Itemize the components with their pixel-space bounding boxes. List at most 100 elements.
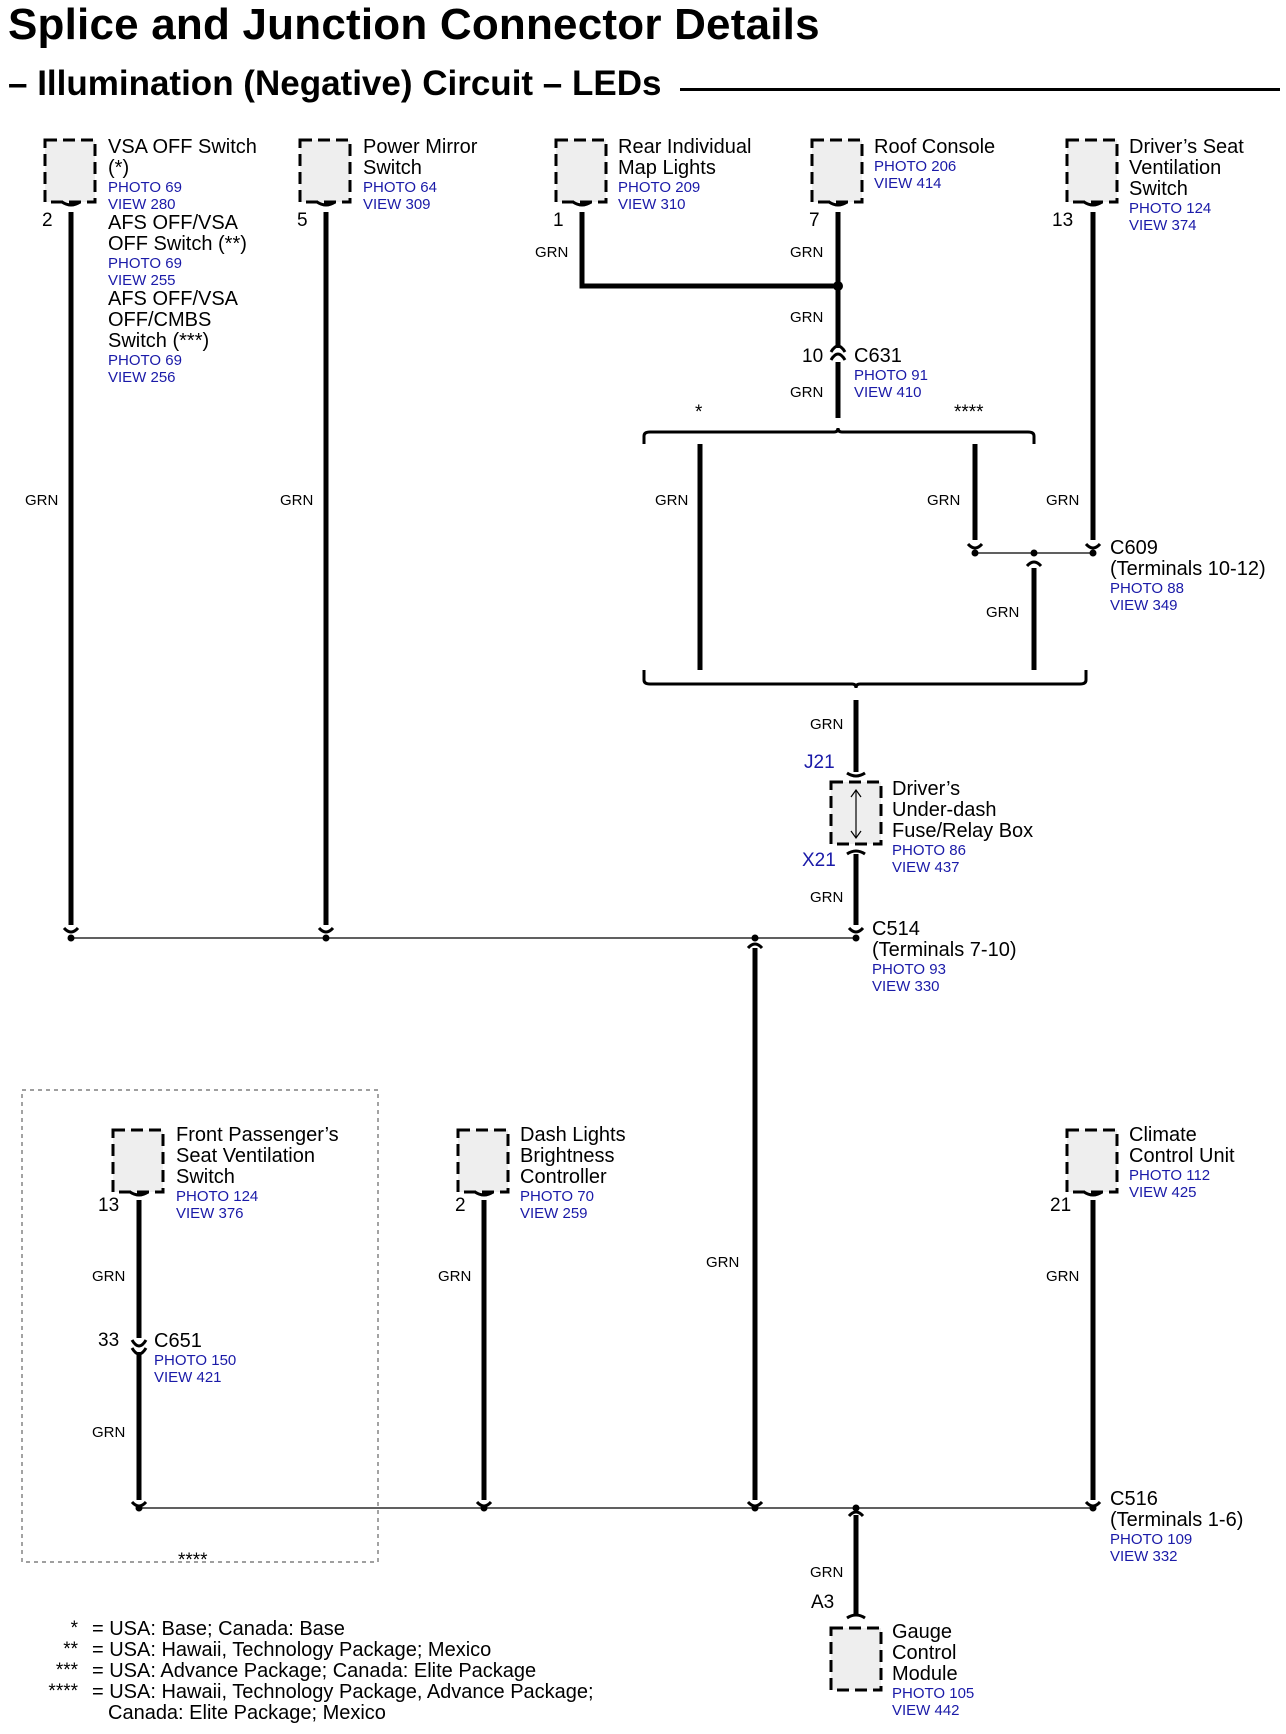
legend: * = USA: Base; Canada: Base ** = USA: Ha… bbox=[28, 1618, 594, 1724]
legend-symbol: * bbox=[70, 1618, 78, 1639]
option-star-four: **** bbox=[954, 402, 984, 423]
roof-pin: 7 bbox=[809, 210, 820, 231]
fuse-name-line3: Fuse/Relay Box bbox=[892, 820, 1034, 842]
c651-label: C651 PHOTO 150 VIEW 421 bbox=[154, 1331, 237, 1387]
fuse-pin-bottom: X21 bbox=[802, 850, 836, 871]
roof-console-label: Roof Console PHOTO 206 VIEW 414 bbox=[874, 136, 996, 193]
legend-text: = USA: Hawaii, Technology Package, Advan… bbox=[92, 1681, 594, 1703]
c609-view-link[interactable]: VIEW 349 bbox=[1110, 597, 1178, 614]
roof-view-link[interactable]: VIEW 414 bbox=[874, 175, 942, 192]
rear-map-label: Rear Individual Map Lights PHOTO 209 VIE… bbox=[618, 137, 751, 214]
vsa-switch-label: VSA OFF Switch (*) PHOTO 69 VIEW 280 AFS… bbox=[108, 137, 257, 387]
mirror-photo-link[interactable]: PHOTO 64 bbox=[363, 179, 437, 196]
c651-pin: 33 bbox=[98, 1330, 120, 1351]
wire-label-base-branch: GRN bbox=[655, 492, 689, 509]
c514-photo-link[interactable]: PHOTO 93 bbox=[872, 961, 946, 978]
mirror-view-link[interactable]: VIEW 309 bbox=[363, 196, 431, 213]
legend-row: Canada: Elite Package; Mexico bbox=[28, 1702, 594, 1724]
c516-view-link[interactable]: VIEW 332 bbox=[1110, 1548, 1178, 1565]
pseat-name-line1: Front Passenger’s bbox=[176, 1124, 339, 1146]
pseat-pin: 13 bbox=[98, 1195, 120, 1216]
c516-name: C516 bbox=[1110, 1488, 1158, 1510]
vsa-alt1-photo-link[interactable]: PHOTO 69 bbox=[108, 255, 182, 272]
vsa-alt1-view-link[interactable]: VIEW 255 bbox=[108, 272, 176, 289]
fuse-photo-link[interactable]: PHOTO 86 bbox=[892, 842, 966, 859]
wire-label-pseat: GRN bbox=[92, 1268, 126, 1285]
gauge-pin: A3 bbox=[811, 1592, 835, 1613]
climate-view-link[interactable]: VIEW 425 bbox=[1129, 1184, 1197, 1201]
gauge-name-line1: Gauge bbox=[892, 1621, 953, 1643]
pseat-photo-link[interactable]: PHOTO 124 bbox=[176, 1188, 259, 1205]
pseat-name-line2: Seat Ventilation bbox=[176, 1145, 315, 1167]
passenger-seat-vent-label: Front Passenger’s Seat Ventilation Switc… bbox=[176, 1124, 339, 1223]
fuse-pin-top: J21 bbox=[804, 752, 835, 773]
wire-label-c651-out: GRN bbox=[92, 1424, 126, 1441]
vsa-view-link[interactable]: VIEW 280 bbox=[108, 196, 176, 213]
climate-photo-link[interactable]: PHOTO 112 bbox=[1129, 1167, 1211, 1184]
vsa-alt2-line3: Switch (***) bbox=[108, 330, 210, 352]
vsa-alt2-photo-link[interactable]: PHOTO 69 bbox=[108, 352, 182, 369]
rear-map-box bbox=[554, 138, 608, 204]
dash-pin: 2 bbox=[455, 1195, 466, 1216]
rearmap-photo-link[interactable]: PHOTO 209 bbox=[618, 179, 701, 196]
option-star-base: * bbox=[695, 402, 703, 423]
legend-symbol bbox=[28, 1702, 78, 1723]
climate-pin: 21 bbox=[1050, 1195, 1072, 1216]
wire-label-c609-out: GRN bbox=[986, 604, 1020, 621]
wire-label-dash: GRN bbox=[438, 1268, 472, 1285]
c516-photo-link[interactable]: PHOTO 109 bbox=[1110, 1531, 1193, 1548]
legend-text: = USA: Hawaii, Technology Package; Mexic… bbox=[92, 1639, 492, 1661]
dseat-name-line1: Driver’s Seat bbox=[1129, 136, 1244, 158]
c609-terminals: (Terminals 10-12) bbox=[1110, 558, 1266, 580]
c609-photo-link[interactable]: PHOTO 88 bbox=[1110, 580, 1184, 597]
vsa-photo-link[interactable]: PHOTO 69 bbox=[108, 179, 182, 196]
legend-row: * = USA: Base; Canada: Base bbox=[28, 1618, 594, 1640]
pseat-name-line3: Switch bbox=[176, 1166, 235, 1188]
pseat-view-link[interactable]: VIEW 376 bbox=[176, 1205, 244, 1222]
c631-view-link[interactable]: VIEW 410 bbox=[854, 384, 922, 401]
fuse-name-line1: Driver’s bbox=[892, 778, 961, 800]
gauge-photo-link[interactable]: PHOTO 105 bbox=[892, 1685, 975, 1702]
roof-photo-link[interactable]: PHOTO 206 bbox=[874, 158, 957, 175]
vsa-name-line2: (*) bbox=[108, 157, 130, 179]
dseat-view-link[interactable]: VIEW 374 bbox=[1129, 217, 1197, 234]
c514-name: C514 bbox=[872, 918, 920, 940]
wire-label-trunk: GRN bbox=[706, 1254, 740, 1271]
c514-terminals: (Terminals 7-10) bbox=[872, 939, 1017, 961]
option-box-note: **** bbox=[178, 1550, 208, 1571]
power-mirror-label: Power Mirror Switch PHOTO 64 VIEW 309 bbox=[363, 137, 477, 214]
dash-brightness-label: Dash Lights Brightness Controller PHOTO … bbox=[520, 1125, 626, 1223]
legend-row: *** = USA: Advance Package; Canada: Elit… bbox=[28, 1660, 594, 1682]
roof-name-line1: Roof Console bbox=[874, 136, 996, 158]
driver-seat-vent-box bbox=[1065, 138, 1119, 204]
option-dotted-box bbox=[21, 1089, 379, 1563]
wire-label-four-star-branch: GRN bbox=[927, 492, 961, 509]
c651-view-link[interactable]: VIEW 421 bbox=[154, 1369, 222, 1386]
legend-symbol: ** bbox=[63, 1639, 78, 1660]
dash-photo-link[interactable]: PHOTO 70 bbox=[520, 1188, 594, 1205]
dseat-photo-link[interactable]: PHOTO 124 bbox=[1129, 200, 1212, 217]
legend-text: = USA: Advance Package; Canada: Elite Pa… bbox=[92, 1660, 537, 1682]
vsa-alt1-line2: OFF Switch (**) bbox=[108, 233, 247, 255]
c651-photo-link[interactable]: PHOTO 150 bbox=[154, 1352, 237, 1369]
vsa-alt2-view-link[interactable]: VIEW 256 bbox=[108, 369, 176, 386]
rearmap-view-link[interactable]: VIEW 310 bbox=[618, 196, 686, 213]
vsa-alt2-line1: AFS OFF/VSA bbox=[108, 288, 239, 310]
c631-name: C631 bbox=[854, 345, 902, 367]
wire-label-rearmap: GRN bbox=[535, 244, 569, 261]
climate-control-box bbox=[1065, 1128, 1119, 1194]
c514-label: C514 (Terminals 7-10) PHOTO 93 VIEW 330 bbox=[872, 918, 1017, 996]
roof-console-box bbox=[810, 138, 864, 204]
dash-view-link[interactable]: VIEW 259 bbox=[520, 1205, 588, 1222]
wire-label-vsa: GRN bbox=[25, 492, 59, 509]
gauge-view-link[interactable]: VIEW 442 bbox=[892, 1702, 960, 1719]
wire-label-climate: GRN bbox=[1046, 1268, 1080, 1285]
fuse-view-link[interactable]: VIEW 437 bbox=[892, 859, 960, 876]
wire-label-dseat: GRN bbox=[1046, 492, 1080, 509]
dseat-pin: 13 bbox=[1052, 210, 1074, 231]
legend-symbol: **** bbox=[48, 1681, 78, 1702]
c514-view-link[interactable]: VIEW 330 bbox=[872, 978, 940, 995]
c631-photo-link[interactable]: PHOTO 91 bbox=[854, 367, 928, 384]
vsa-pin: 2 bbox=[42, 210, 53, 231]
